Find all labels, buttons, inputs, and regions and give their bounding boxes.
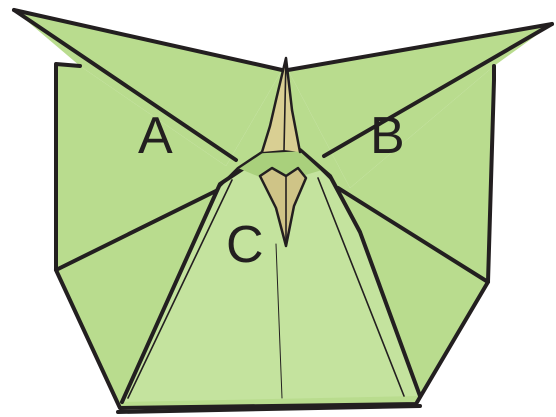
center-pyramid-inner-right xyxy=(317,177,405,397)
top-spike-outline xyxy=(260,56,302,154)
right-wing-diagonal xyxy=(322,22,554,158)
center-collar xyxy=(238,150,322,190)
label-a: A xyxy=(138,107,173,165)
right-lower-fold xyxy=(336,186,490,284)
center-pyramid-inner-left xyxy=(127,179,233,399)
left-wing-edge xyxy=(12,8,284,72)
label-b: B xyxy=(370,107,405,165)
center-pyramid xyxy=(122,150,420,402)
top-spike-crease xyxy=(283,57,287,151)
left-wing-diagonal xyxy=(12,8,238,162)
label-c: C xyxy=(226,216,264,274)
lower-spike xyxy=(260,168,306,246)
right-wing-edge xyxy=(286,22,554,72)
base-edge xyxy=(116,404,422,414)
center-crease xyxy=(275,243,283,399)
left-lower-fold xyxy=(54,184,228,272)
left-wing-flap xyxy=(14,10,282,166)
lower-spike-outline xyxy=(258,166,308,248)
right-wing-flap xyxy=(288,24,552,188)
center-collar-outline xyxy=(218,148,332,188)
body-outline xyxy=(54,62,496,410)
top-spike xyxy=(262,58,300,152)
